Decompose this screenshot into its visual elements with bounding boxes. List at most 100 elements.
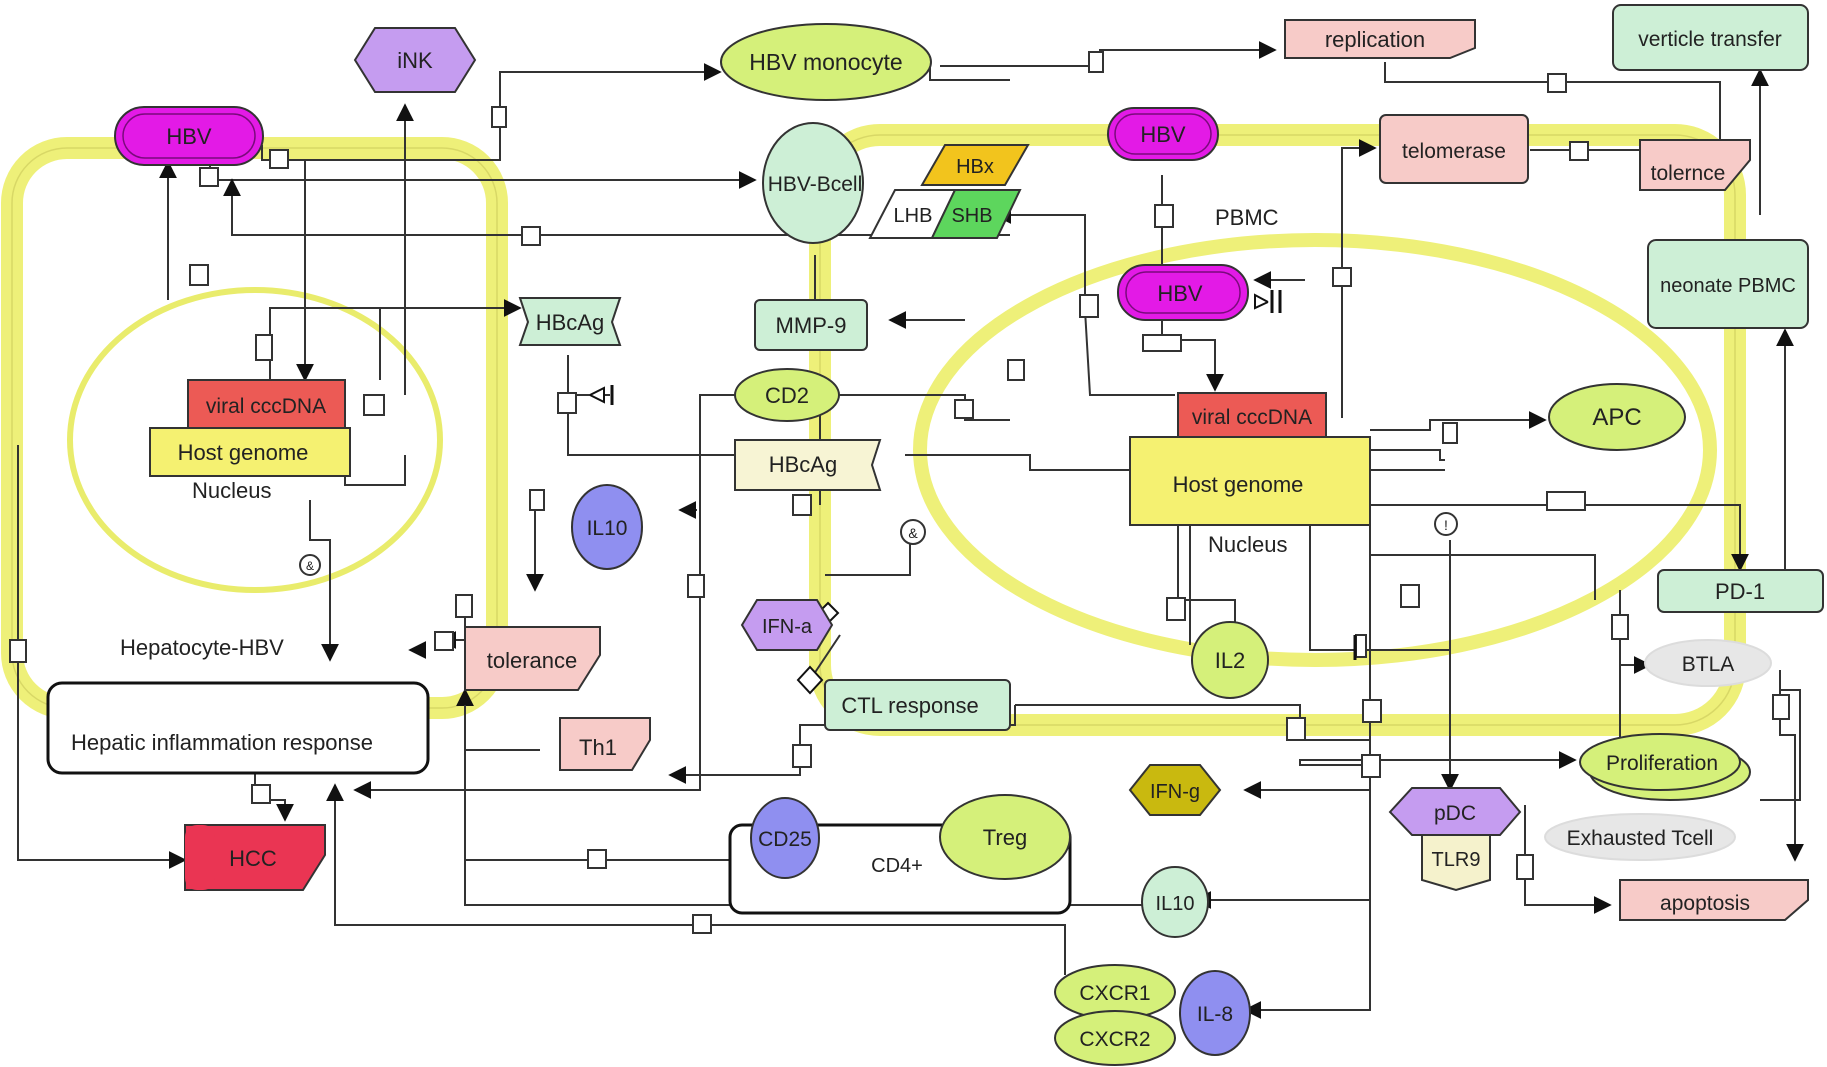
viral-cccdna-right-node[interactable]: viral cccDNA bbox=[1177, 392, 1327, 438]
cxcr2-node[interactable]: CXCR2 bbox=[1054, 1010, 1176, 1066]
tolerance-right-node[interactable]: tolernce bbox=[1639, 139, 1751, 191]
svg-text:MMP-9: MMP-9 bbox=[776, 313, 847, 338]
svg-text:IL-8: IL-8 bbox=[1197, 1003, 1233, 1026]
svg-text:HBV-Bcell: HBV-Bcell bbox=[768, 173, 863, 196]
svg-text:IFN-a: IFN-a bbox=[762, 616, 813, 638]
replication-node[interactable]: replication bbox=[1284, 19, 1476, 59]
logic-gates: & ! & bbox=[299, 512, 1458, 576]
svg-text:Host genome: Host genome bbox=[178, 440, 309, 465]
pd1-node[interactable]: PD-1 bbox=[1657, 569, 1824, 613]
and-gate-left bbox=[299, 554, 321, 576]
svg-text:verticle transfer: verticle transfer bbox=[1638, 28, 1782, 51]
svg-text:Exhausted Tcell: Exhausted Tcell bbox=[1567, 827, 1714, 850]
il10-bottom-node[interactable]: IL10 bbox=[1141, 866, 1209, 938]
svg-text:HBV: HBV bbox=[1157, 281, 1203, 306]
pdc-node[interactable]: pDC bbox=[1388, 787, 1522, 836]
svg-text:viral cccDNA: viral cccDNA bbox=[206, 395, 326, 418]
svg-text:viral cccDNA: viral cccDNA bbox=[1192, 406, 1312, 429]
viral-cccdna-left-node[interactable]: viral cccDNA bbox=[187, 379, 346, 429]
treg-node[interactable]: Treg bbox=[939, 794, 1071, 880]
telomerase-node[interactable]: telomerase bbox=[1379, 114, 1529, 184]
svg-text:CXCR1: CXCR1 bbox=[1079, 982, 1150, 1005]
pbmc-nucleus-label: Nucleus bbox=[1208, 532, 1287, 557]
process-markers bbox=[9, 51, 1790, 934]
svg-text:Proliferation: Proliferation bbox=[1606, 752, 1718, 775]
svg-text:IFN-g: IFN-g bbox=[1150, 781, 1200, 803]
il10-top-node[interactable]: IL10 bbox=[571, 484, 643, 570]
svg-text:tolerance: tolerance bbox=[487, 648, 578, 673]
svg-text:CTL response: CTL response bbox=[841, 693, 978, 718]
host-genome-left-node[interactable]: Host genome bbox=[149, 427, 351, 477]
ifng-node[interactable]: IFN-g bbox=[1128, 764, 1222, 816]
svg-text:neonate PBMC: neonate PBMC bbox=[1660, 275, 1796, 297]
svg-text:apoptosis: apoptosis bbox=[1660, 892, 1750, 915]
svg-text:BTLA: BTLA bbox=[1682, 653, 1735, 676]
svg-text:pDC: pDC bbox=[1434, 802, 1476, 825]
cxcr1-node[interactable]: CXCR1 bbox=[1054, 964, 1176, 1020]
il2-node[interactable]: IL2 bbox=[1191, 621, 1269, 699]
svg-text:LHB: LHB bbox=[894, 205, 933, 227]
svg-text:IL2: IL2 bbox=[1215, 648, 1246, 673]
svg-text:IL10: IL10 bbox=[587, 517, 628, 540]
hbv-monocyte-node[interactable]: HBV monocyte bbox=[720, 23, 932, 101]
th1-node[interactable]: Th1 bbox=[559, 717, 651, 771]
svg-text:Host genome: Host genome bbox=[1173, 472, 1304, 497]
hbv-left-node[interactable]: HBV bbox=[114, 106, 264, 166]
hbv-bcell-node[interactable]: HBV-Bcell bbox=[762, 122, 864, 244]
hbcag-mid-node[interactable]: HBcAg bbox=[734, 439, 882, 491]
svg-text:replication: replication bbox=[1325, 27, 1425, 52]
svg-text:CD4+: CD4+ bbox=[871, 855, 923, 877]
svg-text:&: & bbox=[908, 525, 918, 541]
exhausted-tcell-node[interactable]: Exhausted Tcell bbox=[1544, 813, 1736, 861]
pbmc-label: PBMC bbox=[1215, 205, 1279, 230]
svg-text:CD2: CD2 bbox=[765, 383, 809, 408]
pbmc-nucleus bbox=[913, 233, 1717, 667]
btla-node[interactable]: BTLA bbox=[1644, 639, 1772, 687]
hepatocyte-nucleus-label: Nucleus bbox=[192, 478, 271, 503]
neonate-pbmc-node[interactable]: neonate PBMC bbox=[1647, 239, 1809, 329]
or-gate bbox=[1434, 512, 1458, 536]
ink-node[interactable]: iNK bbox=[353, 27, 477, 93]
svg-text:&: & bbox=[306, 559, 314, 573]
il8-node[interactable]: IL-8 bbox=[1179, 970, 1251, 1056]
hbx-node[interactable]: HBx bbox=[920, 144, 1030, 186]
svg-text:IL10: IL10 bbox=[1156, 893, 1195, 915]
svg-text:HBx: HBx bbox=[956, 156, 994, 178]
tlr9-node[interactable]: TLR9 bbox=[1421, 834, 1491, 892]
shb-node[interactable]: SHB bbox=[930, 189, 1022, 239]
hbv-pbmc-node[interactable]: HBV bbox=[1117, 264, 1249, 321]
cd2-node[interactable]: CD2 bbox=[734, 368, 840, 422]
tolerance-left-node[interactable]: tolerance bbox=[464, 626, 601, 691]
proliferation-node[interactable]: Proliferation bbox=[1579, 733, 1751, 801]
svg-text:SHB: SHB bbox=[951, 205, 992, 227]
svg-text:!: ! bbox=[1444, 517, 1448, 533]
hbv-pbmc-top-node[interactable]: HBV bbox=[1107, 107, 1219, 161]
inhibition-marks bbox=[589, 290, 1357, 695]
host-genome-right-node[interactable]: Host genome bbox=[1129, 436, 1371, 526]
hbcag-top-node[interactable]: HBcAg bbox=[518, 297, 622, 346]
hepatic-inflammation-node[interactable]: Hepatic inflammation response bbox=[46, 681, 430, 775]
mmp9-node[interactable]: MMP-9 bbox=[754, 299, 868, 351]
apc-node[interactable]: APC bbox=[1548, 383, 1686, 451]
svg-text:CD25: CD25 bbox=[758, 828, 812, 851]
svg-text:HBV: HBV bbox=[166, 124, 212, 149]
ctl-response-node[interactable]: CTL response bbox=[824, 679, 1011, 731]
apoptosis-node[interactable]: apoptosis bbox=[1619, 879, 1809, 921]
hepatocyte-label: Hepatocyte-HBV bbox=[120, 635, 284, 660]
ifna-node[interactable]: IFN-a bbox=[740, 599, 834, 651]
svg-text:CXCR2: CXCR2 bbox=[1079, 1028, 1150, 1051]
svg-text:HBV monocyte: HBV monocyte bbox=[749, 49, 902, 75]
hcc-node[interactable]: HCC bbox=[184, 824, 326, 891]
verticle-transfer-node[interactable]: verticle transfer bbox=[1612, 4, 1809, 71]
svg-text:TLR9: TLR9 bbox=[1432, 849, 1481, 871]
lhb-node[interactable]: LHB bbox=[868, 189, 957, 239]
svg-text:PD-1: PD-1 bbox=[1715, 579, 1765, 604]
cd25-node[interactable]: CD25 bbox=[750, 797, 820, 879]
hepatocyte-nucleus bbox=[67, 287, 443, 593]
svg-text:HBcAg: HBcAg bbox=[769, 452, 837, 477]
svg-text:HBcAg: HBcAg bbox=[536, 310, 604, 335]
svg-text:Hepatic inflammation response: Hepatic inflammation response bbox=[71, 730, 373, 755]
svg-text:Treg: Treg bbox=[983, 825, 1027, 850]
and-gate bbox=[900, 519, 926, 545]
